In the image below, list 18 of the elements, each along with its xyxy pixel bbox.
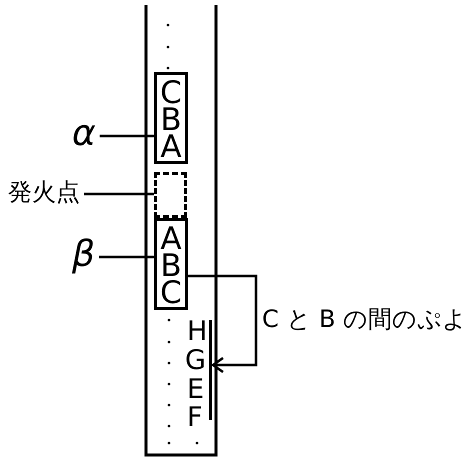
block-box — [154, 218, 188, 310]
bar-line — [209, 320, 212, 420]
greek-letter: β — [72, 237, 95, 273]
leader-line — [84, 192, 154, 196]
block-letter: H — [187, 318, 208, 345]
edge-label: C と B の間のぷよ — [262, 307, 468, 331]
greek-letter: α — [72, 116, 96, 152]
block-letter: E — [187, 376, 204, 403]
leader-text: 発火点 — [8, 180, 80, 204]
leader-line — [98, 256, 154, 258]
block-letter: F — [187, 404, 203, 431]
block-letter: C — [159, 278, 183, 309]
block-letter: G — [185, 347, 206, 374]
arrow — [188, 274, 258, 374]
block-letter: A — [159, 132, 183, 163]
block-box — [154, 72, 188, 164]
leader-line — [100, 134, 154, 138]
dashed-box — [154, 172, 187, 218]
